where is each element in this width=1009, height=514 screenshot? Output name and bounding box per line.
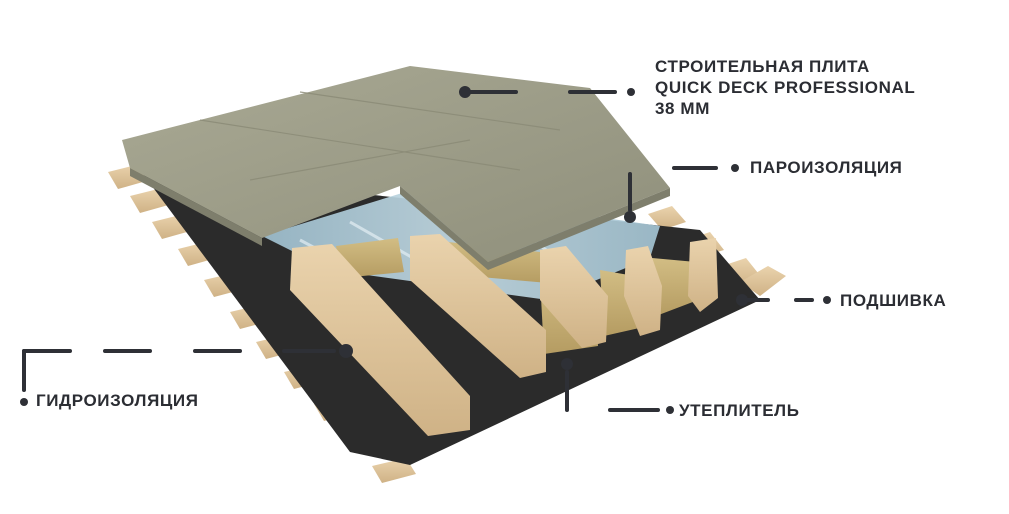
label-construction-board-line3: 38 ММ bbox=[655, 99, 710, 118]
construction-board-edge bbox=[130, 168, 262, 246]
label-construction-board-line2: QUICK DECK PROFESSIONAL bbox=[655, 78, 916, 97]
board-seams bbox=[199, 91, 561, 181]
leader-lines bbox=[20, 86, 831, 414]
label-construction-board-line1: СТРОИТЕЛЬНАЯ ПЛИТА bbox=[655, 57, 870, 76]
label-waterproofing: ГИДРОИЗОЛЯЦИЯ bbox=[36, 391, 199, 410]
construction-board bbox=[122, 66, 670, 262]
label-construction-board: СТРОИТЕЛЬНАЯ ПЛИТА QUICK DECK PROFESSION… bbox=[655, 56, 915, 119]
label-lining: ПОДШИВКА bbox=[840, 291, 947, 310]
label-insulation: УТЕПЛИТЕЛЬ bbox=[679, 401, 800, 420]
label-vapor-barrier: ПАРОИЗОЛЯЦИЯ bbox=[750, 158, 903, 177]
joists bbox=[290, 234, 718, 436]
